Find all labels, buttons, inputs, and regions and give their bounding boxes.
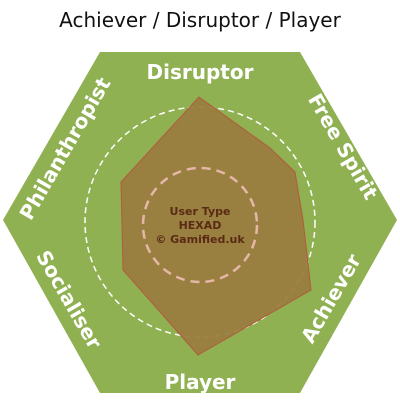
center-line-3: © Gamified.uk xyxy=(155,233,245,246)
label-player: Player xyxy=(165,370,236,394)
page-title: Achiever / Disruptor / Player xyxy=(59,8,341,32)
center-line-2: HEXAD xyxy=(179,219,222,232)
user-profile-shape xyxy=(120,96,312,356)
label-disruptor: Disruptor xyxy=(147,60,254,84)
center-line-1: User Type xyxy=(170,205,231,218)
inner-dashed-circle xyxy=(141,166,259,284)
